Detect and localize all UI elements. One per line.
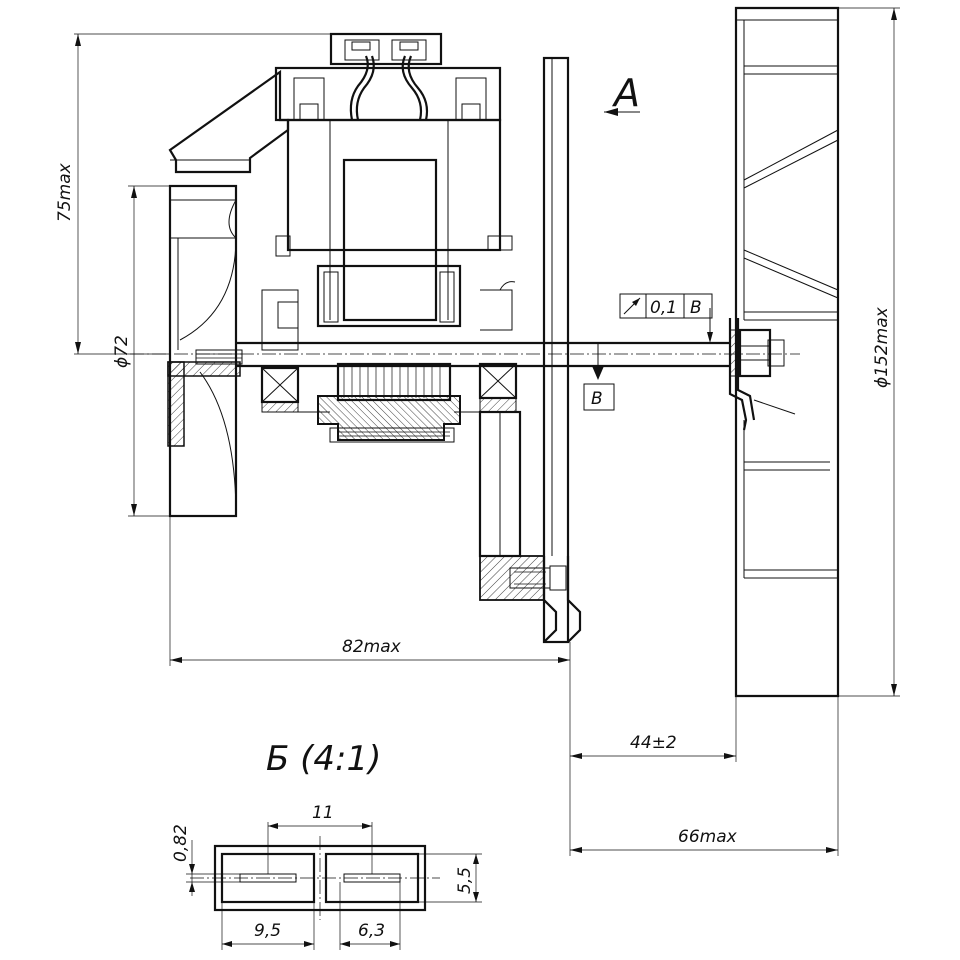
datum-label: В [591, 389, 603, 409]
view-label: А [611, 71, 640, 115]
stator-housing [274, 66, 513, 322]
datum-box [583, 383, 615, 411]
detail-dim-55: 5,5 [455, 867, 475, 894]
rotor [317, 362, 461, 443]
shaft [130, 341, 800, 368]
dim-phi72: ϕ72 [112, 335, 132, 368]
detail-dim-11: 11 [312, 803, 334, 823]
right-bearing [478, 362, 518, 413]
mounting-bracket [168, 69, 290, 174]
dimension-lines [74, 7, 900, 856]
dim-phi152: ϕ152max [872, 306, 892, 388]
dim-44: 44±2 [630, 733, 677, 753]
dim-75max: 75max [55, 162, 75, 222]
right-impeller [728, 6, 840, 698]
tolerance-frame [619, 293, 713, 319]
left-impeller [167, 184, 243, 518]
winding [261, 264, 516, 351]
left-bearing [260, 366, 300, 413]
detail-label: Б (4:1) [266, 739, 381, 779]
dim-66max: 66max [678, 827, 738, 847]
detail-connector-view [186, 822, 482, 950]
detail-dim-082: 0,82 [171, 824, 191, 862]
dim-82max: 82max [342, 637, 402, 657]
tolerance-value: 0,1 [650, 298, 677, 318]
motor-assembly [168, 32, 518, 443]
terminal-connector [329, 32, 443, 121]
detail-dim-63: 6,3 [358, 921, 385, 941]
mounting-flange [478, 56, 582, 644]
tolerance-datum: В [690, 298, 702, 318]
detail-dim-95: 9,5 [254, 921, 281, 941]
